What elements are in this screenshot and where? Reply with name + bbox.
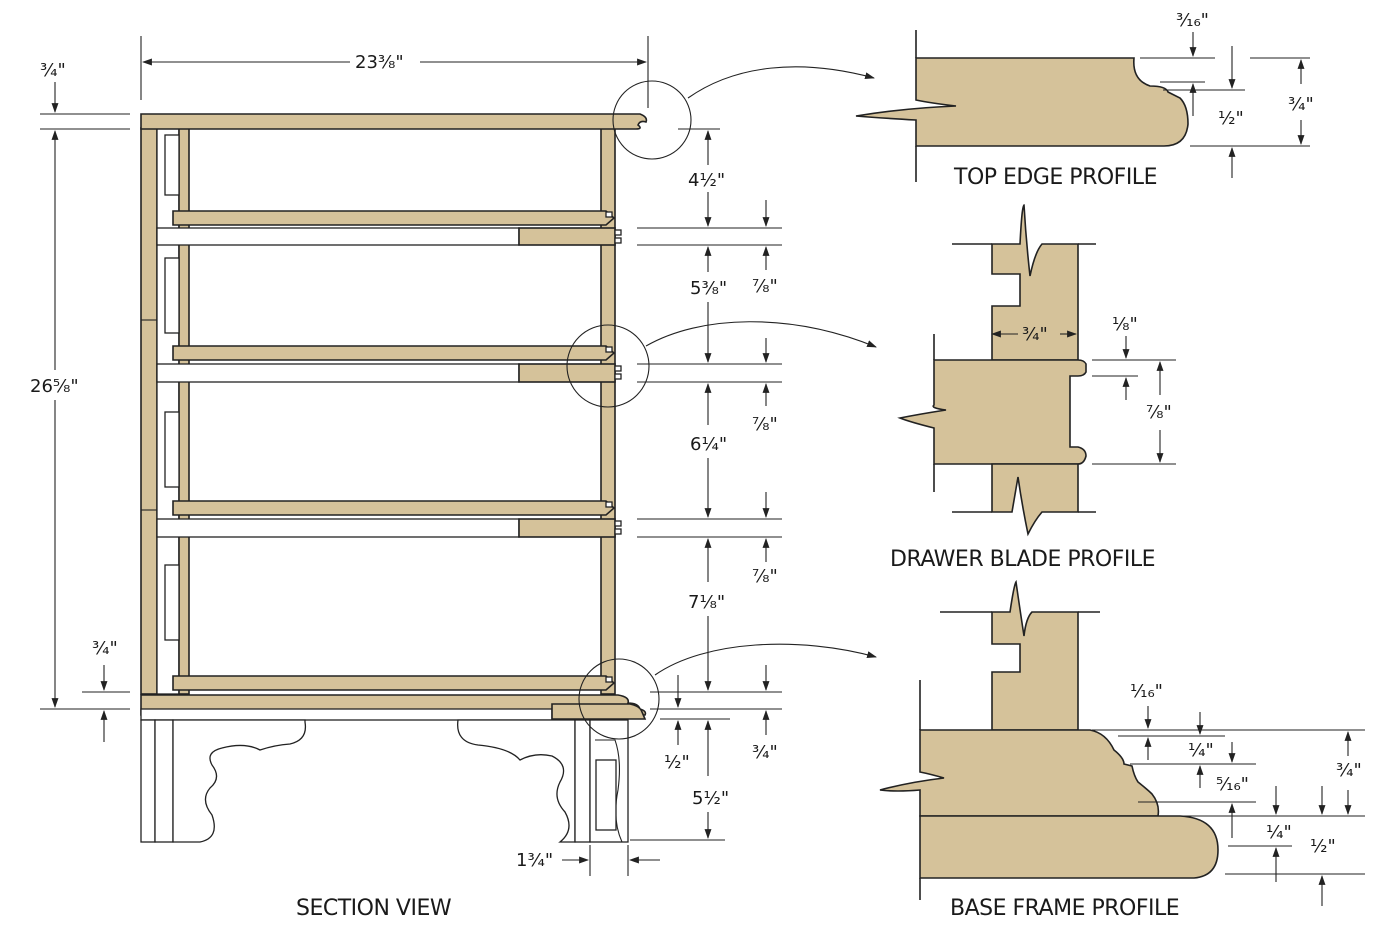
drawer-blade-profile (897, 204, 1176, 537)
cabinet-top (140, 113, 648, 130)
dim-base-frame-1-4-a: ¹⁄₄" (1188, 740, 1214, 761)
dim-base-frame-5-16: ⁵⁄₁₆" (1216, 774, 1249, 795)
top-edge-profile (855, 30, 1310, 182)
runner-block (164, 411, 180, 488)
callout-drawer-blade (566, 324, 650, 408)
dim-foot: 1³⁄₄" (516, 850, 553, 871)
base-legs (140, 719, 629, 843)
dim-drawer-3: 6¹⁄₄" (690, 434, 727, 455)
dim-bottom-thickness: ³⁄₄" (92, 638, 118, 659)
dim-base-frame-3-4: ³⁄₄" (1336, 760, 1362, 781)
drawer-bottom-4 (172, 675, 616, 691)
runner-block (164, 257, 180, 334)
dim-drawer-blade-1-8: ¹⁄₈" (1112, 314, 1138, 335)
cabinet-section (140, 66, 877, 843)
section-dimensions (40, 36, 782, 876)
dim-blade-3: ⁷⁄₈" (752, 566, 778, 587)
runner-block (164, 564, 180, 641)
dim-drawer-blade-3-4: ³⁄₄" (1022, 324, 1048, 345)
drawer-bottom-2 (156, 345, 622, 383)
dim-drawer-1: 4¹⁄₂" (688, 170, 725, 191)
callout-top-edge (612, 80, 692, 160)
dim-blade-1: ⁷⁄₈" (752, 276, 778, 297)
dim-height: 26⁵⁄₈" (30, 376, 79, 397)
dim-top-edge-3-16: ³⁄₁₆" (1176, 10, 1209, 31)
dim-drawer-2: 5³⁄₈" (690, 278, 727, 299)
dim-base-height: 5¹⁄₂" (692, 788, 729, 809)
dim-blade-2: ⁷⁄₈" (752, 414, 778, 435)
callout-base-frame (578, 658, 660, 740)
caption-base-frame: BASE FRAME PROFILE (950, 896, 1179, 921)
dim-top-edge-1-2: ¹⁄₂" (1218, 108, 1244, 129)
dim-base-half: ¹⁄₂" (664, 752, 690, 773)
runner-block (164, 134, 180, 196)
dim-drawer-4: 7¹⁄₈" (688, 592, 725, 613)
dim-top-edge-3-4: ³⁄₄" (1288, 94, 1314, 115)
left-side-panel (140, 127, 158, 695)
dim-top-thickness: ³⁄₄" (40, 60, 66, 81)
caption-drawer-blade: DRAWER BLADE PROFILE (890, 547, 1155, 572)
caption-top-edge: TOP EDGE PROFILE (953, 165, 1157, 190)
drawer-bottom-3 (156, 500, 622, 538)
dim-drawer-blade-7-8: ⁷⁄₈" (1146, 402, 1172, 423)
base-frame-profile (879, 579, 1365, 906)
dim-base-frame-1-2: ¹⁄₂" (1310, 836, 1336, 857)
caption-section-view: SECTION VIEW (296, 896, 452, 921)
drawer-bottom-1 (156, 210, 622, 246)
dim-base-frame-1-4-b: ¹⁄₄" (1266, 822, 1292, 843)
dim-base-three-quarter: ³⁄₄" (752, 742, 778, 763)
dim-width: 23³⁄₈" (355, 52, 404, 73)
dim-base-frame-1-16: ¹⁄₁₆" (1130, 681, 1163, 702)
